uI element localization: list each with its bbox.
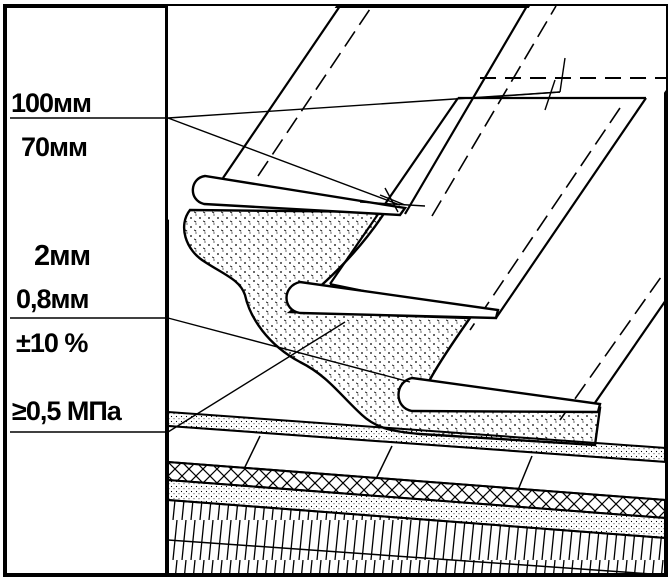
mastic-layer (182, 208, 602, 447)
label-tolerance: ±10 % (16, 328, 88, 358)
label-layer-thickness-2: 0,8мм (16, 284, 89, 314)
label-adhesion: ≥0,5 МПа (12, 396, 122, 426)
label-overlap-max: 100мм (11, 88, 92, 118)
leader-lines (10, 91, 561, 433)
label-overlap-min: 70мм (21, 132, 88, 162)
rolled-edges (191, 174, 602, 414)
label-layer-thickness-1: 2мм (34, 240, 91, 272)
base-layers (168, 410, 666, 575)
